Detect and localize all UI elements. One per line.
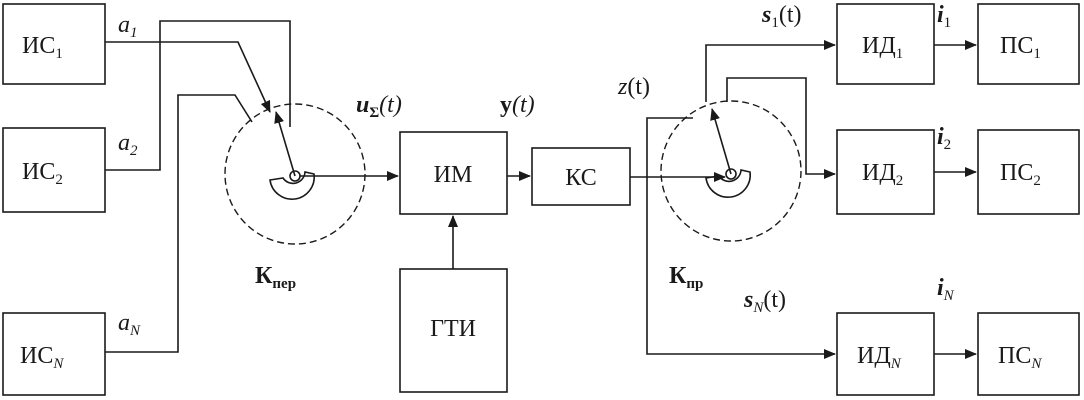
output-label-in: iN	[937, 275, 955, 304]
detector-label-n: ИДN	[857, 343, 902, 372]
wire-source-2	[105, 20, 291, 171]
source-label-1: ИС1	[22, 33, 63, 62]
source-block-n	[2, 312, 106, 396]
detector-label-2: ИД2	[862, 160, 903, 189]
detector-label-1: ИД1	[862, 33, 903, 62]
pulse-generator-label: ГТИ	[430, 316, 476, 342]
detector-block-n	[836, 312, 935, 396]
receiver-block-2	[977, 129, 1080, 215]
source-block-1	[2, 3, 106, 85]
demod-signal-label-1: s1(t)	[761, 2, 802, 31]
wire-detector-n	[646, 117, 836, 359]
receiver-label-1: ПС1	[1000, 33, 1041, 62]
commutator-tx-circle	[224, 103, 366, 245]
commutator-rx-contact	[705, 169, 751, 198]
wire-detector-1	[705, 40, 836, 102]
commutator-tx-arm	[274, 111, 296, 177]
channel-label: КС	[565, 165, 596, 191]
commutator-rx-pivot	[725, 168, 737, 180]
commutator-rx-label: Кпр	[669, 263, 703, 292]
detector-block-2	[836, 129, 935, 215]
receiver-block-1	[977, 3, 1080, 85]
demod-signal-label-n: sN(t)	[743, 287, 786, 316]
modulator-label: ИМ	[434, 162, 473, 188]
modulator-block	[399, 131, 508, 215]
receiver-label-n: ПСN	[998, 343, 1042, 372]
source-label-n: ИСN	[20, 343, 64, 372]
channel-block	[531, 147, 631, 206]
sum-signal-label: uΣ(t)	[356, 92, 402, 121]
pulse-generator-block	[399, 268, 508, 393]
commutator-tx-label: Кпер	[255, 263, 296, 292]
output-label-i1: i1	[937, 2, 951, 31]
detector-block-1	[836, 3, 935, 85]
output-label-i2: i2	[937, 124, 951, 153]
signal-label-a2: a2	[118, 130, 138, 159]
wire-detector-2	[726, 77, 836, 179]
commutator-rx-circle	[660, 100, 802, 242]
signal-label-a1: a1	[118, 12, 138, 41]
channel-output-label: y(t)	[500, 92, 535, 118]
commutator-tx-contact	[269, 171, 315, 200]
receiver-label-2: ПС2	[1000, 160, 1041, 189]
receiver-block-n	[977, 312, 1080, 396]
wire-source-1	[105, 41, 271, 113]
source-label-2: ИС2	[22, 159, 63, 188]
commutator-rx-arm	[710, 108, 732, 175]
received-signal-label: z(t)	[617, 74, 650, 100]
wire-source-n	[105, 94, 253, 353]
signal-label-an: aN	[118, 310, 141, 339]
